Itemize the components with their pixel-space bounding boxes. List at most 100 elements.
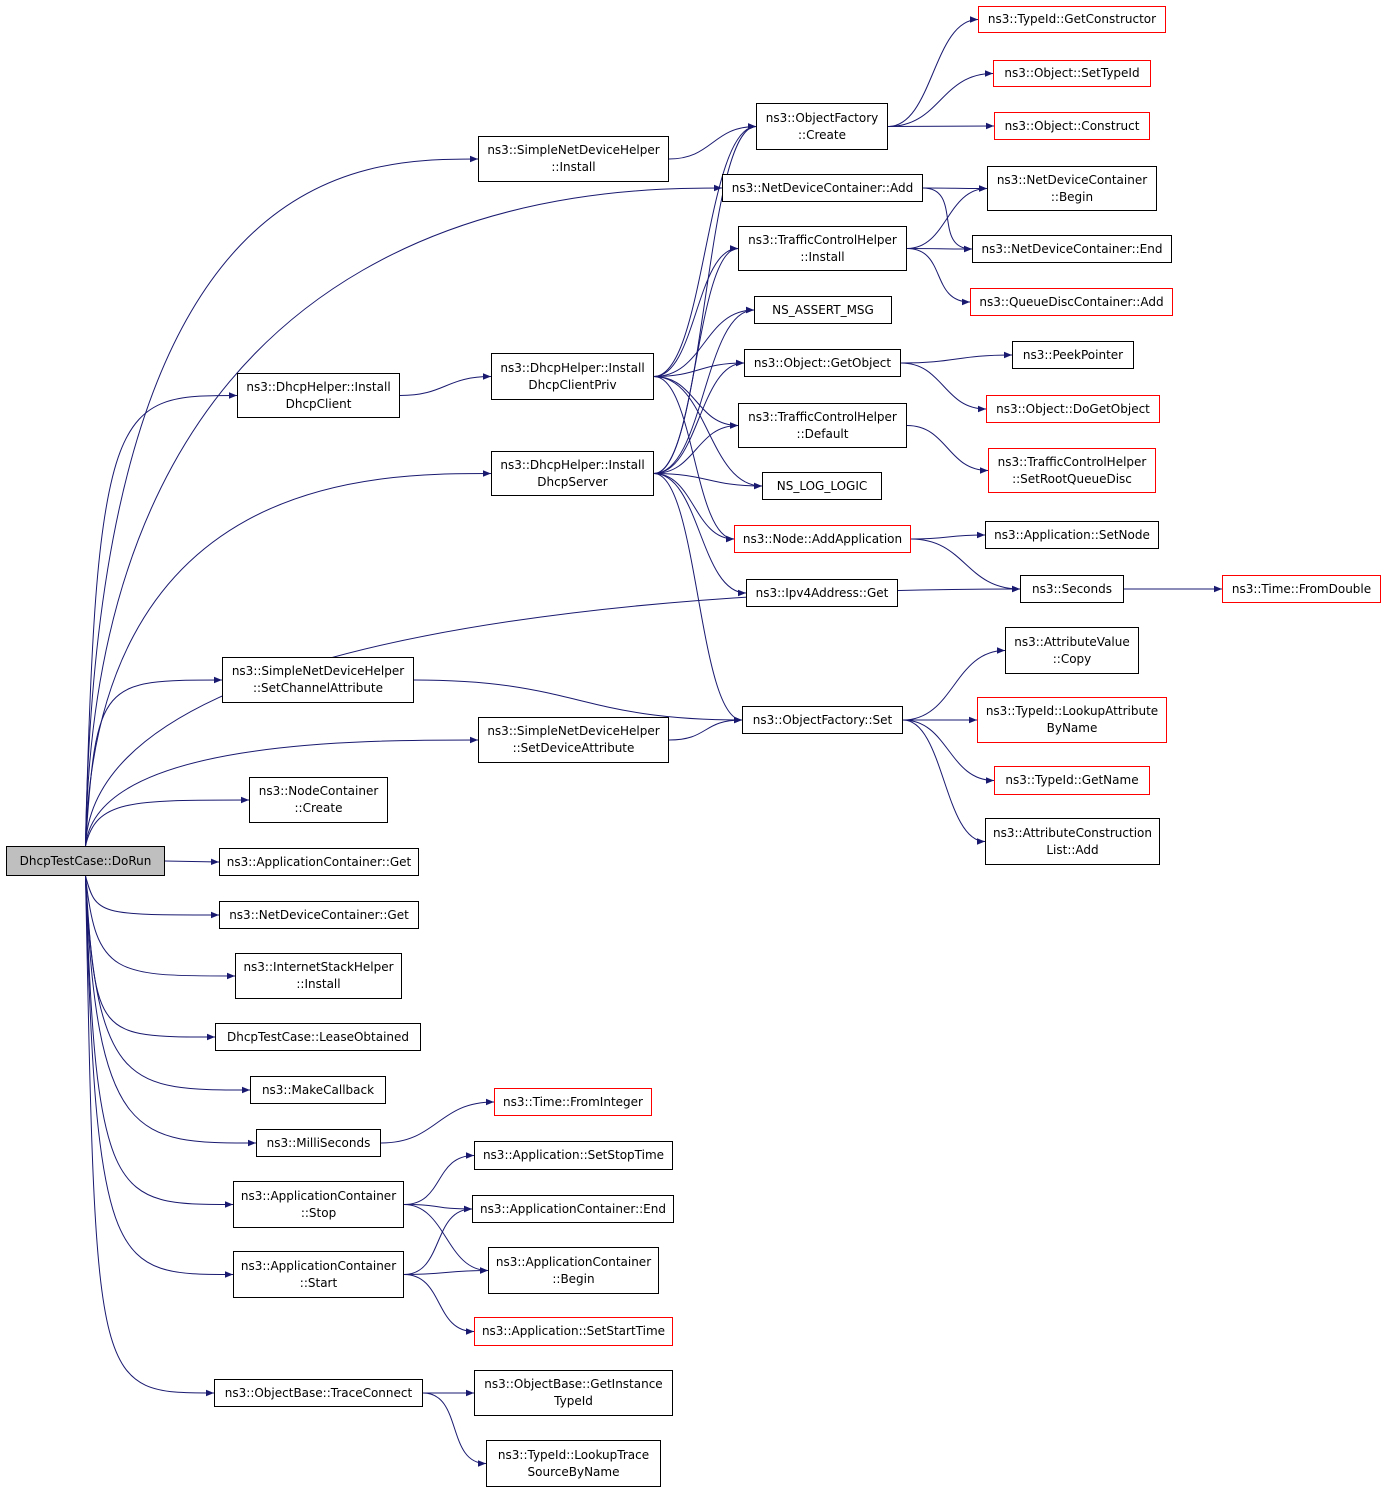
edge-of-set-to-typeid-getname bbox=[902, 719, 995, 784]
edge-dhcp-install-server-to-ns-assert-msg bbox=[653, 306, 755, 474]
node-lease-obtained[interactable]: DhcpTestCase::LeaseObtained bbox=[215, 1023, 421, 1051]
edge-dorun-to-dhcp-install-client bbox=[85, 392, 238, 847]
node-object-settypeid[interactable]: ns3::Object::SetTypeId bbox=[993, 60, 1151, 87]
node-ipv4-get[interactable]: ns3::Ipv4Address::Get bbox=[746, 579, 898, 607]
node-ob-getinstancetypeid[interactable]: ns3::ObjectBase::GetInstance TypeId bbox=[474, 1370, 673, 1416]
edge-object-getobject-to-object-dogetobject bbox=[900, 362, 987, 413]
node-snd-setchan[interactable]: ns3::SimpleNetDeviceHelper ::SetChannelA… bbox=[222, 657, 414, 703]
node-tch-default[interactable]: ns3::TrafficControlHelper ::Default bbox=[738, 403, 907, 448]
node-snd-install[interactable]: ns3::SimpleNetDeviceHelper ::Install bbox=[478, 136, 669, 182]
node-object-construct[interactable]: ns3::Object::Construct bbox=[994, 112, 1150, 140]
edge-ac-stop-to-ac-end bbox=[403, 1204, 473, 1213]
node-qdc-add[interactable]: ns3::QueueDiscContainer::Add bbox=[970, 288, 1173, 316]
edge-dorun-to-snd-setchan bbox=[85, 676, 223, 847]
node-ndc-end[interactable]: ns3::NetDeviceContainer::End bbox=[972, 235, 1172, 263]
node-acl-add[interactable]: ns3::AttributeConstruction List::Add bbox=[985, 818, 1160, 865]
node-ish-install[interactable]: ns3::InternetStackHelper ::Install bbox=[235, 953, 402, 999]
node-ac-start[interactable]: ns3::ApplicationContainer ::Start bbox=[233, 1251, 404, 1298]
node-dorun: DhcpTestCase::DoRun bbox=[6, 846, 165, 876]
edge-object-getobject-to-peekpointer bbox=[900, 351, 1013, 364]
edge-snd-install-to-of-create bbox=[668, 123, 757, 160]
edge-ob-traceconnect-to-typeid-lookuptrace bbox=[422, 1392, 487, 1467]
edge-node-addapp-to-app-setnode bbox=[910, 531, 986, 540]
edge-ndc-add-to-ndc-begin bbox=[922, 185, 988, 192]
edge-dhcp-install-client-priv-to-ns-log-logic bbox=[653, 376, 763, 490]
edge-dhcp-install-server-to-of-set bbox=[653, 473, 743, 724]
edge-ac-start-to-ac-end bbox=[403, 1205, 473, 1275]
node-seconds[interactable]: ns3::Seconds bbox=[1020, 575, 1124, 603]
edge-dorun-to-snd-setdev bbox=[85, 736, 479, 847]
node-nc-create[interactable]: ns3::NodeContainer ::Create bbox=[249, 777, 388, 823]
node-of-set[interactable]: ns3::ObjectFactory::Set bbox=[742, 706, 903, 734]
node-time-fromdouble[interactable]: ns3::Time::FromDouble bbox=[1222, 575, 1381, 603]
node-ob-traceconnect[interactable]: ns3::ObjectBase::TraceConnect bbox=[214, 1379, 423, 1407]
edge-dorun-to-seconds bbox=[85, 585, 1021, 847]
edge-of-set-to-acl-add bbox=[902, 719, 986, 845]
node-ndc-get[interactable]: ns3::NetDeviceContainer::Get bbox=[219, 901, 419, 929]
node-typeid-getctor[interactable]: ns3::TypeId::GetConstructor bbox=[978, 6, 1166, 33]
node-time-frominteger[interactable]: ns3::Time::FromInteger bbox=[494, 1088, 652, 1116]
edge-dhcp-install-client-priv-to-tch-install bbox=[653, 245, 739, 377]
edge-dorun-to-nc-create bbox=[85, 796, 250, 847]
edge-of-create-to-object-construct bbox=[887, 122, 995, 130]
node-dhcp-install-client[interactable]: ns3::DhcpHelper::Install DhcpClient bbox=[237, 373, 400, 418]
edge-dhcp-install-server-to-node-addapp bbox=[653, 473, 735, 543]
edge-tch-install-to-ndc-end bbox=[906, 245, 973, 253]
node-app-setstoptime[interactable]: ns3::Application::SetStopTime bbox=[474, 1141, 673, 1170]
node-milliseconds[interactable]: ns3::MilliSeconds bbox=[256, 1129, 381, 1157]
node-peekpointer[interactable]: ns3::PeekPointer bbox=[1012, 341, 1134, 369]
node-object-getobject[interactable]: ns3::Object::GetObject bbox=[744, 349, 901, 377]
edge-ac-start-to-app-setstarttime bbox=[403, 1274, 475, 1335]
edge-dhcp-install-server-to-object-getobject bbox=[653, 359, 745, 474]
edge-dorun-to-snd-install bbox=[85, 155, 479, 847]
node-typeid-getname[interactable]: ns3::TypeId::GetName bbox=[994, 766, 1150, 795]
edge-dhcp-install-client-to-dhcp-install-client-priv bbox=[399, 373, 492, 396]
node-ndc-add[interactable]: ns3::NetDeviceContainer::Add bbox=[722, 174, 923, 202]
node-app-setnode[interactable]: ns3::Application::SetNode bbox=[985, 521, 1159, 549]
node-node-addapp[interactable]: ns3::Node::AddApplication bbox=[734, 525, 911, 553]
edge-dorun-to-ac-stop bbox=[85, 875, 234, 1208]
node-of-create[interactable]: ns3::ObjectFactory ::Create bbox=[756, 103, 888, 150]
node-snd-setdev[interactable]: ns3::SimpleNetDeviceHelper ::SetDeviceAt… bbox=[478, 717, 669, 763]
node-dhcp-install-client-priv[interactable]: ns3::DhcpHelper::Install DhcpClientPriv bbox=[491, 353, 654, 400]
edge-milliseconds-to-time-frominteger bbox=[380, 1098, 495, 1144]
edge-dhcp-install-server-to-ipv4-get bbox=[653, 473, 747, 597]
edge-dhcp-install-client-priv-to-node-addapp bbox=[653, 376, 735, 543]
node-ac-stop[interactable]: ns3::ApplicationContainer ::Stop bbox=[233, 1181, 404, 1228]
edge-dorun-to-ob-traceconnect bbox=[85, 875, 215, 1397]
node-makecallback[interactable]: ns3::MakeCallback bbox=[250, 1076, 386, 1104]
edge-dorun-to-lease-obtained bbox=[85, 875, 216, 1041]
edge-ac-stop-to-app-setstoptime bbox=[403, 1152, 475, 1205]
edge-dorun-to-ndc-add bbox=[85, 184, 723, 847]
edge-of-set-to-av-copy bbox=[902, 647, 1006, 721]
edge-dhcp-install-client-priv-to-object-getobject bbox=[653, 359, 745, 377]
edge-tch-install-to-qdc-add bbox=[906, 248, 971, 306]
edge-dorun-to-ac-start bbox=[85, 875, 234, 1278]
edge-dhcp-install-client-priv-to-ns-assert-msg bbox=[653, 306, 755, 377]
node-dhcp-install-server[interactable]: ns3::DhcpHelper::Install DhcpServer bbox=[491, 451, 654, 496]
node-ndc-begin[interactable]: ns3::NetDeviceContainer ::Begin bbox=[987, 166, 1157, 211]
node-typeid-lookuptrace[interactable]: ns3::TypeId::LookupTrace SourceByName bbox=[486, 1440, 661, 1487]
edge-dorun-to-makecallback bbox=[85, 875, 251, 1094]
edge-of-create-to-object-settypeid bbox=[887, 70, 994, 127]
edge-of-create-to-typeid-getctor bbox=[887, 16, 979, 127]
node-object-dogetobject[interactable]: ns3::Object::DoGetObject bbox=[986, 395, 1160, 423]
node-typeid-lookupattr[interactable]: ns3::TypeId::LookupAttribute ByName bbox=[977, 697, 1167, 743]
edge-dorun-to-milliseconds bbox=[85, 875, 257, 1147]
edge-dorun-to-ish-install bbox=[85, 875, 236, 980]
node-ns-log-logic[interactable]: NS_LOG_LOGIC bbox=[762, 472, 882, 500]
edge-dorun-to-ndc-get bbox=[85, 875, 220, 919]
node-app-setstarttime[interactable]: ns3::Application::SetStartTime bbox=[474, 1317, 673, 1346]
edge-ac-start-to-ac-begin bbox=[403, 1267, 489, 1275]
node-ac-end[interactable]: ns3::ApplicationContainer::End bbox=[472, 1195, 674, 1223]
node-ac-get[interactable]: ns3::ApplicationContainer::Get bbox=[219, 848, 419, 876]
node-ns-assert-msg[interactable]: NS_ASSERT_MSG bbox=[754, 296, 892, 324]
node-tch-setroot[interactable]: ns3::TrafficControlHelper ::SetRootQueue… bbox=[988, 448, 1156, 493]
node-ac-begin[interactable]: ns3::ApplicationContainer ::Begin bbox=[488, 1247, 659, 1294]
node-av-copy[interactable]: ns3::AttributeValue ::Copy bbox=[1005, 627, 1139, 674]
edge-dorun-to-dhcp-install-server bbox=[85, 470, 492, 847]
edge-tch-install-to-ndc-begin bbox=[906, 185, 988, 249]
node-tch-install[interactable]: ns3::TrafficControlHelper ::Install bbox=[738, 226, 907, 271]
